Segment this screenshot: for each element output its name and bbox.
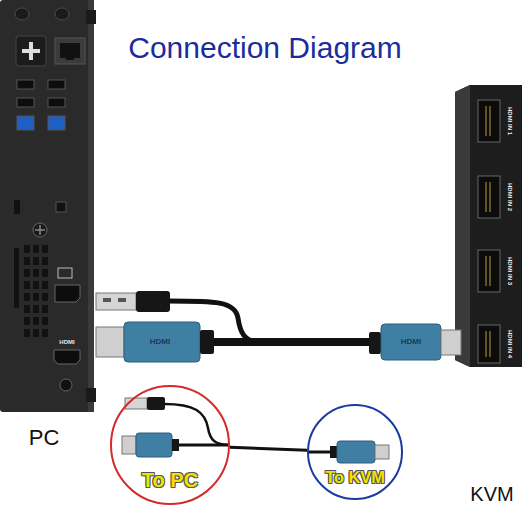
port-label: HDMI [59, 339, 74, 346]
callout-circle: To KVM [307, 404, 403, 500]
callout-text: To PC [142, 469, 198, 491]
port-label: HDMI IN 3 [507, 257, 514, 285]
device-label: PC [29, 426, 60, 450]
device-label: KVM [470, 483, 513, 505]
plug-logo: HDMI [150, 338, 170, 347]
diagram-title: Connection Diagram [128, 31, 401, 64]
kvm-switch [455, 85, 522, 367]
port-label: HDMI IN 2 [507, 183, 514, 211]
cable-connector [230, 447, 307, 450]
callout-text: To KVM [325, 468, 385, 486]
pc-tower [0, 0, 96, 412]
callout-circle: To PC [110, 385, 230, 505]
port-label: HDMI IN 4 [507, 330, 514, 358]
plug-logo: HDMI [401, 338, 421, 347]
hdmi-usb-cable [96, 291, 461, 362]
inset-cable [122, 397, 389, 463]
port-label: HDMI IN 1 [507, 107, 514, 135]
